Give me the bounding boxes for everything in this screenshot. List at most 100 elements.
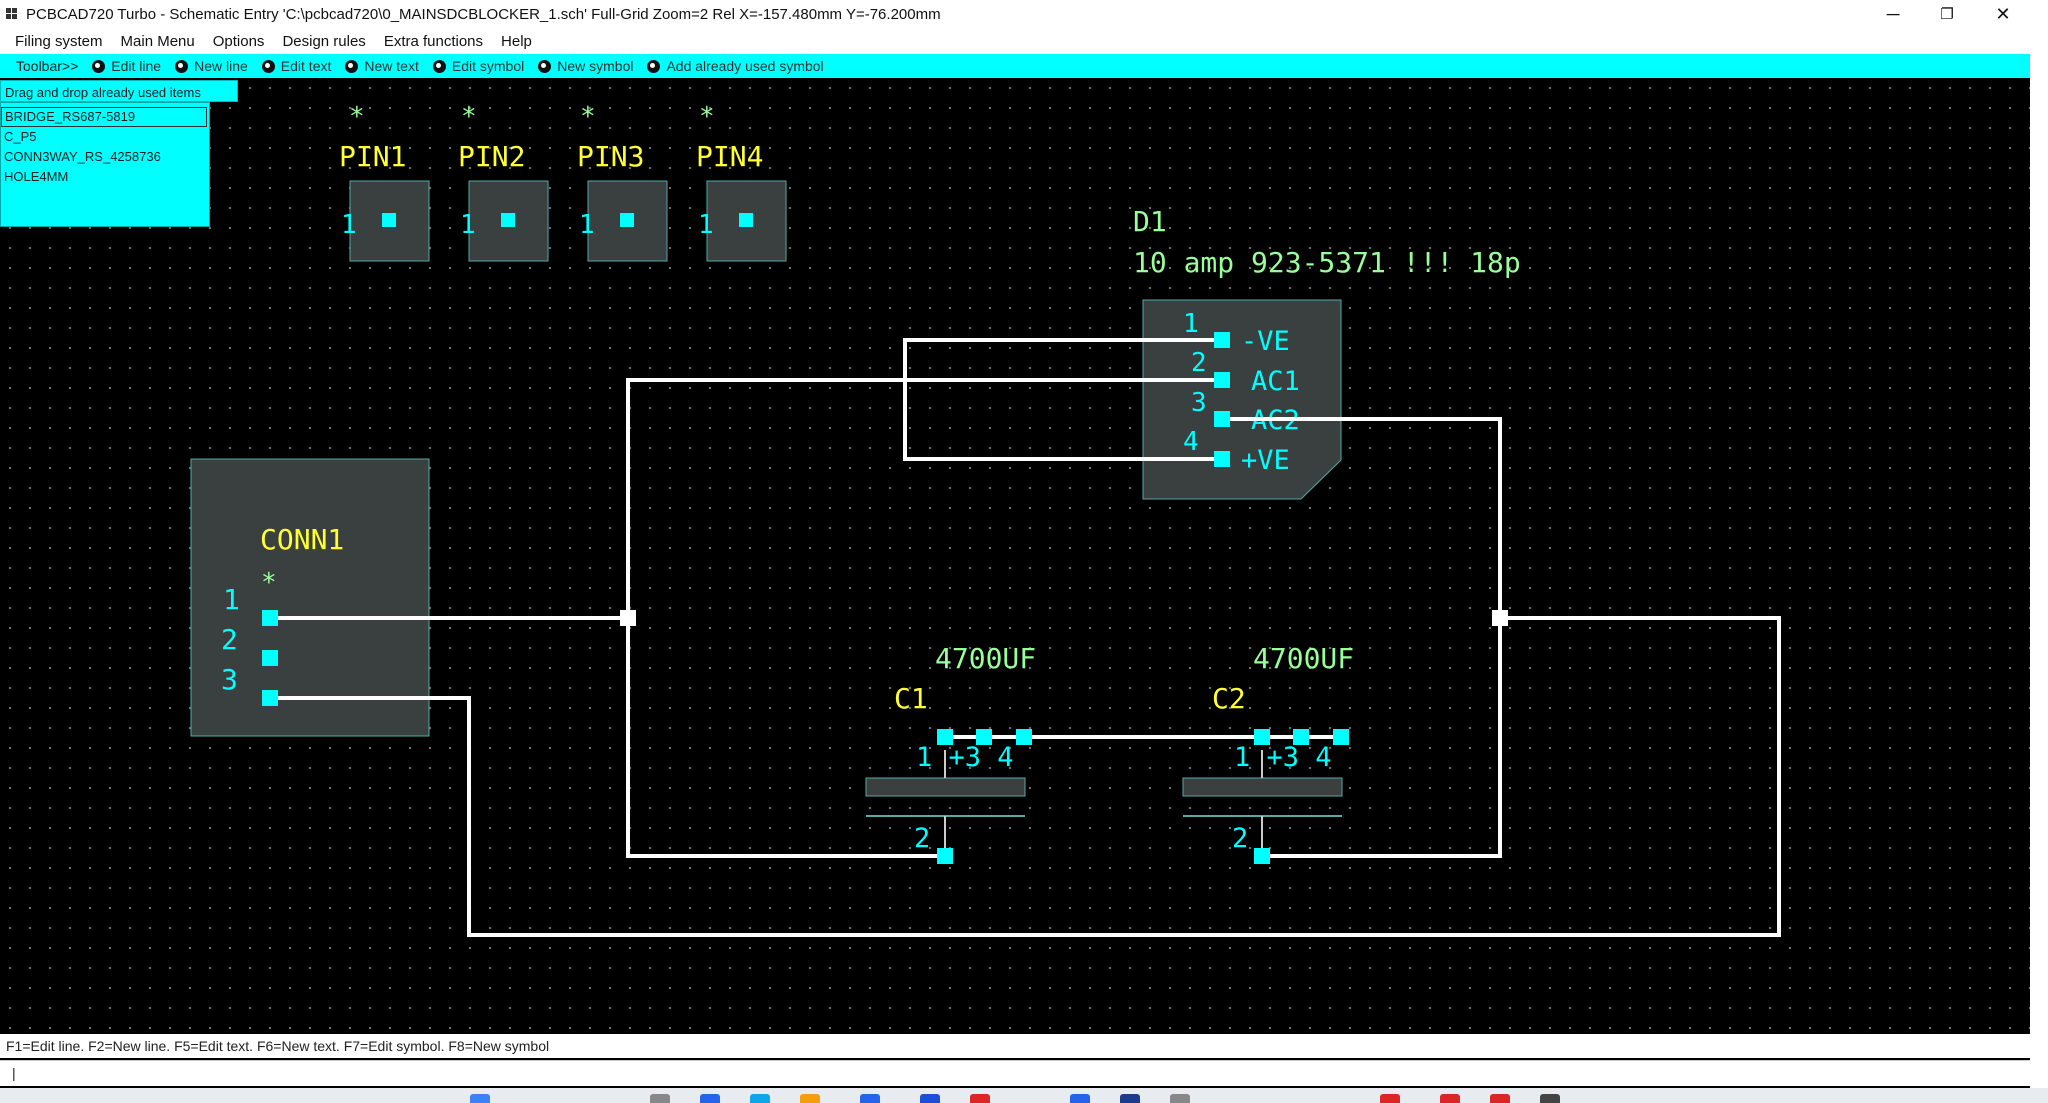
pads — [262, 332, 1349, 864]
taskbar-app-icon[interactable] — [970, 1094, 990, 1103]
c2-pin4-pad[interactable] — [1333, 729, 1349, 745]
schematic-canvas[interactable]: * PIN1 1 * PIN2 1 * PIN3 1 * — [0, 78, 2030, 1034]
pin1-symbol[interactable]: * PIN1 1 — [339, 102, 430, 262]
taskbar-app-icon[interactable] — [1070, 1094, 1090, 1103]
command-input[interactable]: | — [0, 1060, 2030, 1086]
c2-bottom-pin: 2 — [1232, 823, 1248, 854]
taskbar-app-icon[interactable] — [700, 1094, 720, 1103]
tool-label: New line — [194, 58, 248, 74]
window-title: PCBCAD720 Turbo - Schematic Entry 'C:\pc… — [26, 5, 941, 23]
taskbar-app-icon[interactable] — [1540, 1094, 1560, 1103]
used-item[interactable]: C_P5 — [4, 129, 37, 144]
schematic-drawing[interactable]: * PIN1 1 * PIN2 1 * PIN3 1 * — [0, 78, 2030, 1034]
app-icon[interactable] — [6, 8, 20, 20]
menu-design-rules[interactable]: Design rules — [282, 32, 366, 50]
radio-icon[interactable] — [92, 59, 106, 73]
start-icon[interactable] — [470, 1094, 490, 1103]
radio-icon[interactable] — [175, 59, 189, 73]
pin2-symbol[interactable]: * PIN2 1 — [458, 102, 549, 262]
used-item[interactable]: HOLE4MM — [4, 169, 69, 184]
menu-extra-functions[interactable]: Extra functions — [383, 32, 484, 50]
radio-icon[interactable] — [538, 59, 552, 73]
taskbar-app-icon[interactable] — [860, 1094, 880, 1103]
c2-pin2-pad[interactable] — [1254, 848, 1270, 864]
c1-pin2-pad[interactable] — [937, 848, 953, 864]
pin1-pad[interactable] — [382, 213, 396, 227]
d1-pin2-pad[interactable] — [1214, 372, 1230, 388]
conn1-symbol[interactable]: CONN1 * 1 2 3 — [190, 458, 430, 737]
radio-icon[interactable] — [261, 59, 275, 73]
pin3-symbol[interactable]: * PIN3 1 — [577, 102, 668, 262]
origin-marker: * — [461, 102, 477, 132]
pin2-pad[interactable] — [501, 213, 515, 227]
conn1-pin3-pad[interactable] — [262, 690, 278, 706]
taskbar-app-icon[interactable] — [920, 1094, 940, 1103]
taskbar-app-icon[interactable] — [1380, 1094, 1400, 1103]
taskbar-app-icon[interactable] — [650, 1094, 670, 1103]
c2-capacitor-symbol[interactable]: 4700UF C2 1 +3 4 2 — [1182, 642, 1354, 854]
taskbar-app-icon[interactable] — [800, 1094, 820, 1103]
conn1-pin1-number: 1 — [223, 583, 240, 616]
pin4-symbol[interactable]: * PIN4 1 — [696, 102, 787, 262]
menu-options[interactable]: Options — [212, 32, 265, 50]
d1-pin3-number: 3 — [1191, 388, 1207, 418]
c1-bottom-pin: 2 — [914, 823, 930, 854]
tool-label: Edit text — [280, 58, 332, 74]
c2-pin1-pad[interactable] — [1254, 729, 1270, 745]
radio-icon[interactable] — [647, 59, 661, 73]
minimize-button[interactable]: ─ — [1886, 3, 1900, 24]
vertical-scrollbar[interactable] — [2030, 54, 2048, 1088]
radio-icon[interactable] — [345, 59, 359, 73]
used-item[interactable]: CONN3WAY_RS_4258736 — [4, 149, 161, 164]
pin4-pad[interactable] — [739, 213, 753, 227]
menu-help[interactable]: Help — [501, 32, 532, 50]
close-button[interactable]: ✕ — [1995, 3, 2011, 24]
pin3-name: PIN3 — [577, 140, 644, 173]
tool-new-symbol[interactable]: New symbol — [538, 58, 633, 74]
taskbar-app-icon[interactable] — [1170, 1094, 1190, 1103]
taskbar-app-icon[interactable] — [750, 1094, 770, 1103]
d1-pin1-number: 1 — [1183, 309, 1199, 339]
c2-pin3-pad[interactable] — [1293, 729, 1309, 745]
junction[interactable] — [620, 610, 636, 626]
menu-main-menu[interactable]: Main Menu — [120, 32, 195, 50]
c1-pin4-pad[interactable] — [1016, 729, 1032, 745]
junction[interactable] — [1492, 610, 1508, 626]
taskbar-app-icon[interactable] — [1440, 1094, 1460, 1103]
d1-bridge-symbol[interactable]: D1 10 amp 923-5371 !!! 18p 1 2 3 4 -VE A… — [1133, 205, 1521, 500]
used-item[interactable]: BRIDGE_RS687-5819 — [1, 107, 207, 127]
toolbar: Toolbar>> Edit line New line Edit text N… — [0, 54, 2030, 78]
restore-button[interactable]: ❐ — [1940, 6, 1954, 23]
tool-edit-line[interactable]: Edit line — [92, 58, 161, 74]
title-bar: PCBCAD720 Turbo - Schematic Entry 'C:\pc… — [0, 0, 2048, 28]
d1-pin3-pad[interactable] — [1214, 411, 1230, 427]
wire-conn1-pin3[interactable] — [270, 616, 1781, 937]
wire-ac2-c2[interactable] — [1222, 417, 1502, 858]
menu-filing-system[interactable]: Filing system — [15, 32, 103, 50]
origin-marker: * — [580, 102, 596, 132]
c1-capacitor-symbol[interactable]: 4700UF C1 1 +3 4 2 — [865, 642, 1036, 854]
d1-pin1-pad[interactable] — [1214, 332, 1230, 348]
taskbar-app-icon[interactable] — [1120, 1094, 1140, 1103]
radio-icon[interactable] — [432, 59, 446, 73]
d1-body[interactable] — [1142, 299, 1342, 500]
tool-new-line[interactable]: New line — [175, 58, 248, 74]
pin4-name: PIN4 — [696, 140, 763, 173]
tool-edit-text[interactable]: Edit text — [261, 58, 332, 74]
c1-pin3-pad[interactable] — [976, 729, 992, 745]
tool-edit-symbol[interactable]: Edit symbol — [432, 58, 524, 74]
wire-ve-loop[interactable] — [903, 338, 1222, 461]
tool-add-used-symbol[interactable]: Add already used symbol — [647, 58, 824, 74]
d1-pin4-pad[interactable] — [1214, 451, 1230, 467]
d1-pin4-number: 4 — [1183, 427, 1199, 457]
conn1-pin1-pad[interactable] — [262, 610, 278, 626]
used-items-palette[interactable]: BRIDGE_RS687-5819 C_P5 CONN3WAY_RS_42587… — [0, 102, 210, 227]
origin-marker: * — [261, 568, 277, 598]
conn1-body[interactable] — [190, 458, 430, 737]
taskbar-app-icon[interactable] — [1490, 1094, 1510, 1103]
pin3-pad[interactable] — [620, 213, 634, 227]
conn1-pin2-pad[interactable] — [262, 650, 278, 666]
tool-new-text[interactable]: New text — [345, 58, 419, 74]
conn1-pin2-number: 2 — [221, 623, 238, 656]
c1-pin1-pad[interactable] — [937, 729, 953, 745]
